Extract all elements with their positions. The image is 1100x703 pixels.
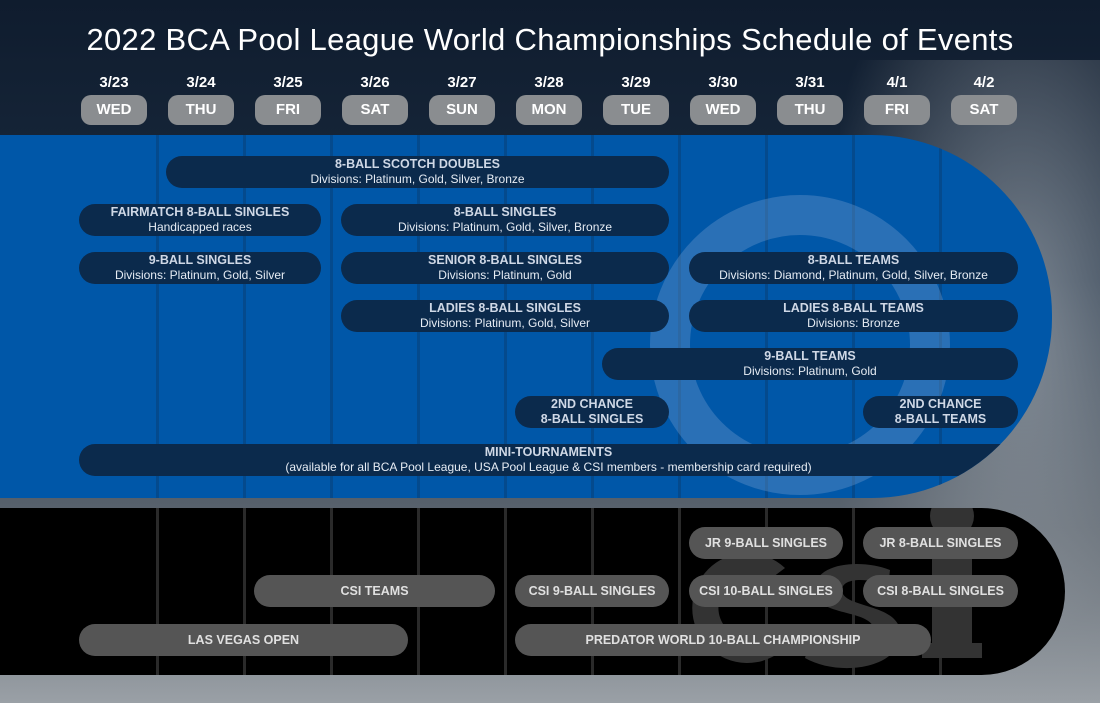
- day-date: 4/2: [973, 74, 995, 91]
- event-divisions: Divisions: Platinum, Gold, Silver, Bronz…: [310, 172, 525, 186]
- day-date: 3/29: [621, 74, 651, 91]
- event-divisions: Divisions: Platinum, Gold, Silver: [114, 268, 286, 282]
- day-name-badge: WED: [690, 95, 756, 125]
- day-date: 3/23: [99, 74, 129, 91]
- day-divider: [504, 508, 507, 675]
- event-jr-9-ball-singles: JR 9-BALL SINGLES: [689, 527, 843, 559]
- event-name: JR 8-BALL SINGLES: [879, 535, 1002, 550]
- event-csi-9-ball-singles: CSI 9-BALL SINGLES: [515, 575, 669, 607]
- day-date: 3/25: [273, 74, 303, 91]
- event-divisions: Divisions: Platinum, Gold, Silver, Bronz…: [397, 220, 613, 234]
- event-jr-8-ball-singles: JR 8-BALL SINGLES: [863, 527, 1018, 559]
- event-name: 9-BALL SINGLES: [148, 253, 252, 267]
- day-name-badge: MON: [516, 95, 582, 125]
- event-name: 9-BALL TEAMS: [764, 349, 856, 363]
- event-name: SENIOR 8-BALL SINGLES: [428, 253, 582, 267]
- event-csi-teams: CSI TEAMS: [254, 575, 495, 607]
- day-divider: [330, 135, 333, 498]
- event-note: (available for all BCA Pool League, USA …: [285, 460, 812, 474]
- event-divisions: Divisions: Platinum, Gold: [743, 364, 877, 378]
- day-name-badge: THU: [168, 95, 234, 125]
- event-divisions: Divisions: Diamond, Platinum, Gold, Silv…: [719, 268, 988, 282]
- event-name: 2ND CHANCE: [899, 397, 982, 411]
- event-name: 8-BALL SINGLES: [453, 205, 557, 219]
- day-date: 3/27: [447, 74, 477, 91]
- event-name: FAIRMATCH 8-BALL SINGLES: [110, 205, 290, 219]
- event-name: PREDATOR WORLD 10-BALL CHAMPIONSHIP: [585, 632, 861, 647]
- day-divider: [156, 508, 159, 675]
- day-date: 3/26: [360, 74, 390, 91]
- day-date: 3/24: [186, 74, 216, 91]
- event-name: CSI 9-BALL SINGLES: [528, 583, 656, 598]
- event-csi-8-ball-singles: CSI 8-BALL SINGLES: [863, 575, 1018, 607]
- day-date: 3/30: [708, 74, 738, 91]
- page-title: 2022 BCA Pool League World Championships…: [86, 22, 1014, 57]
- event-name: CSI 8-BALL SINGLES: [877, 583, 1004, 598]
- event-name: MINI-TOURNAMENTS: [484, 445, 613, 459]
- day-date: 3/31: [795, 74, 825, 91]
- event-name: 8-BALL TEAMS: [807, 253, 900, 267]
- event-name: CSI TEAMS: [340, 583, 409, 598]
- day-divider: [852, 508, 855, 675]
- event-divisions: Divisions: Platinum, Gold: [438, 268, 572, 282]
- event-las-vegas-open: LAS VEGAS OPEN: [79, 624, 408, 656]
- event-name-line-2: 8-BALL TEAMS: [894, 412, 987, 426]
- day-name-badge: SAT: [342, 95, 408, 125]
- day-name-badge: SUN: [429, 95, 495, 125]
- day-date: 3/28: [534, 74, 564, 91]
- day-divider: [156, 135, 159, 498]
- day-name-badge: FRI: [864, 95, 930, 125]
- event-divisions: Divisions: Platinum, Gold, Silver: [419, 316, 591, 330]
- event-name: LADIES 8-BALL TEAMS: [783, 301, 924, 315]
- event-name: LADIES 8-BALL SINGLES: [429, 301, 581, 315]
- day-name-badge: TUE: [603, 95, 669, 125]
- event-name: 8-BALL SCOTCH DOUBLES: [334, 157, 501, 171]
- day-divider: [243, 135, 246, 498]
- event-name: LAS VEGAS OPEN: [187, 632, 300, 647]
- day-name-badge: WED: [81, 95, 147, 125]
- day-name-badge: SAT: [951, 95, 1017, 125]
- event-mini-tournaments: MINI-TOURNAMENTS(available for all BCA P…: [79, 444, 1018, 476]
- day-divider: [678, 508, 681, 675]
- event-name: JR 9-BALL SINGLES: [704, 535, 827, 550]
- day-divider: [243, 508, 246, 675]
- event-divisions: Handicapped races: [148, 220, 252, 234]
- event-predator-world-10-ball-championship: PREDATOR WORLD 10-BALL CHAMPIONSHIP: [515, 624, 931, 656]
- event-divisions: Divisions: Bronze: [807, 316, 900, 330]
- event-csi-10-ball-singles: CSI 10-BALL SINGLES: [689, 575, 843, 607]
- day-name-badge: FRI: [255, 95, 321, 125]
- csi-events-panel: JR 9-BALL SINGLES JR 8-BALL SINGLES CSI …: [0, 508, 1065, 675]
- event-name: 2ND CHANCE: [551, 397, 633, 411]
- day-name-badge: THU: [777, 95, 843, 125]
- day-date: 4/1: [886, 74, 908, 91]
- event-name: CSI 10-BALL SINGLES: [699, 583, 833, 598]
- event-name-line-2: 8-BALL SINGLES: [540, 412, 644, 426]
